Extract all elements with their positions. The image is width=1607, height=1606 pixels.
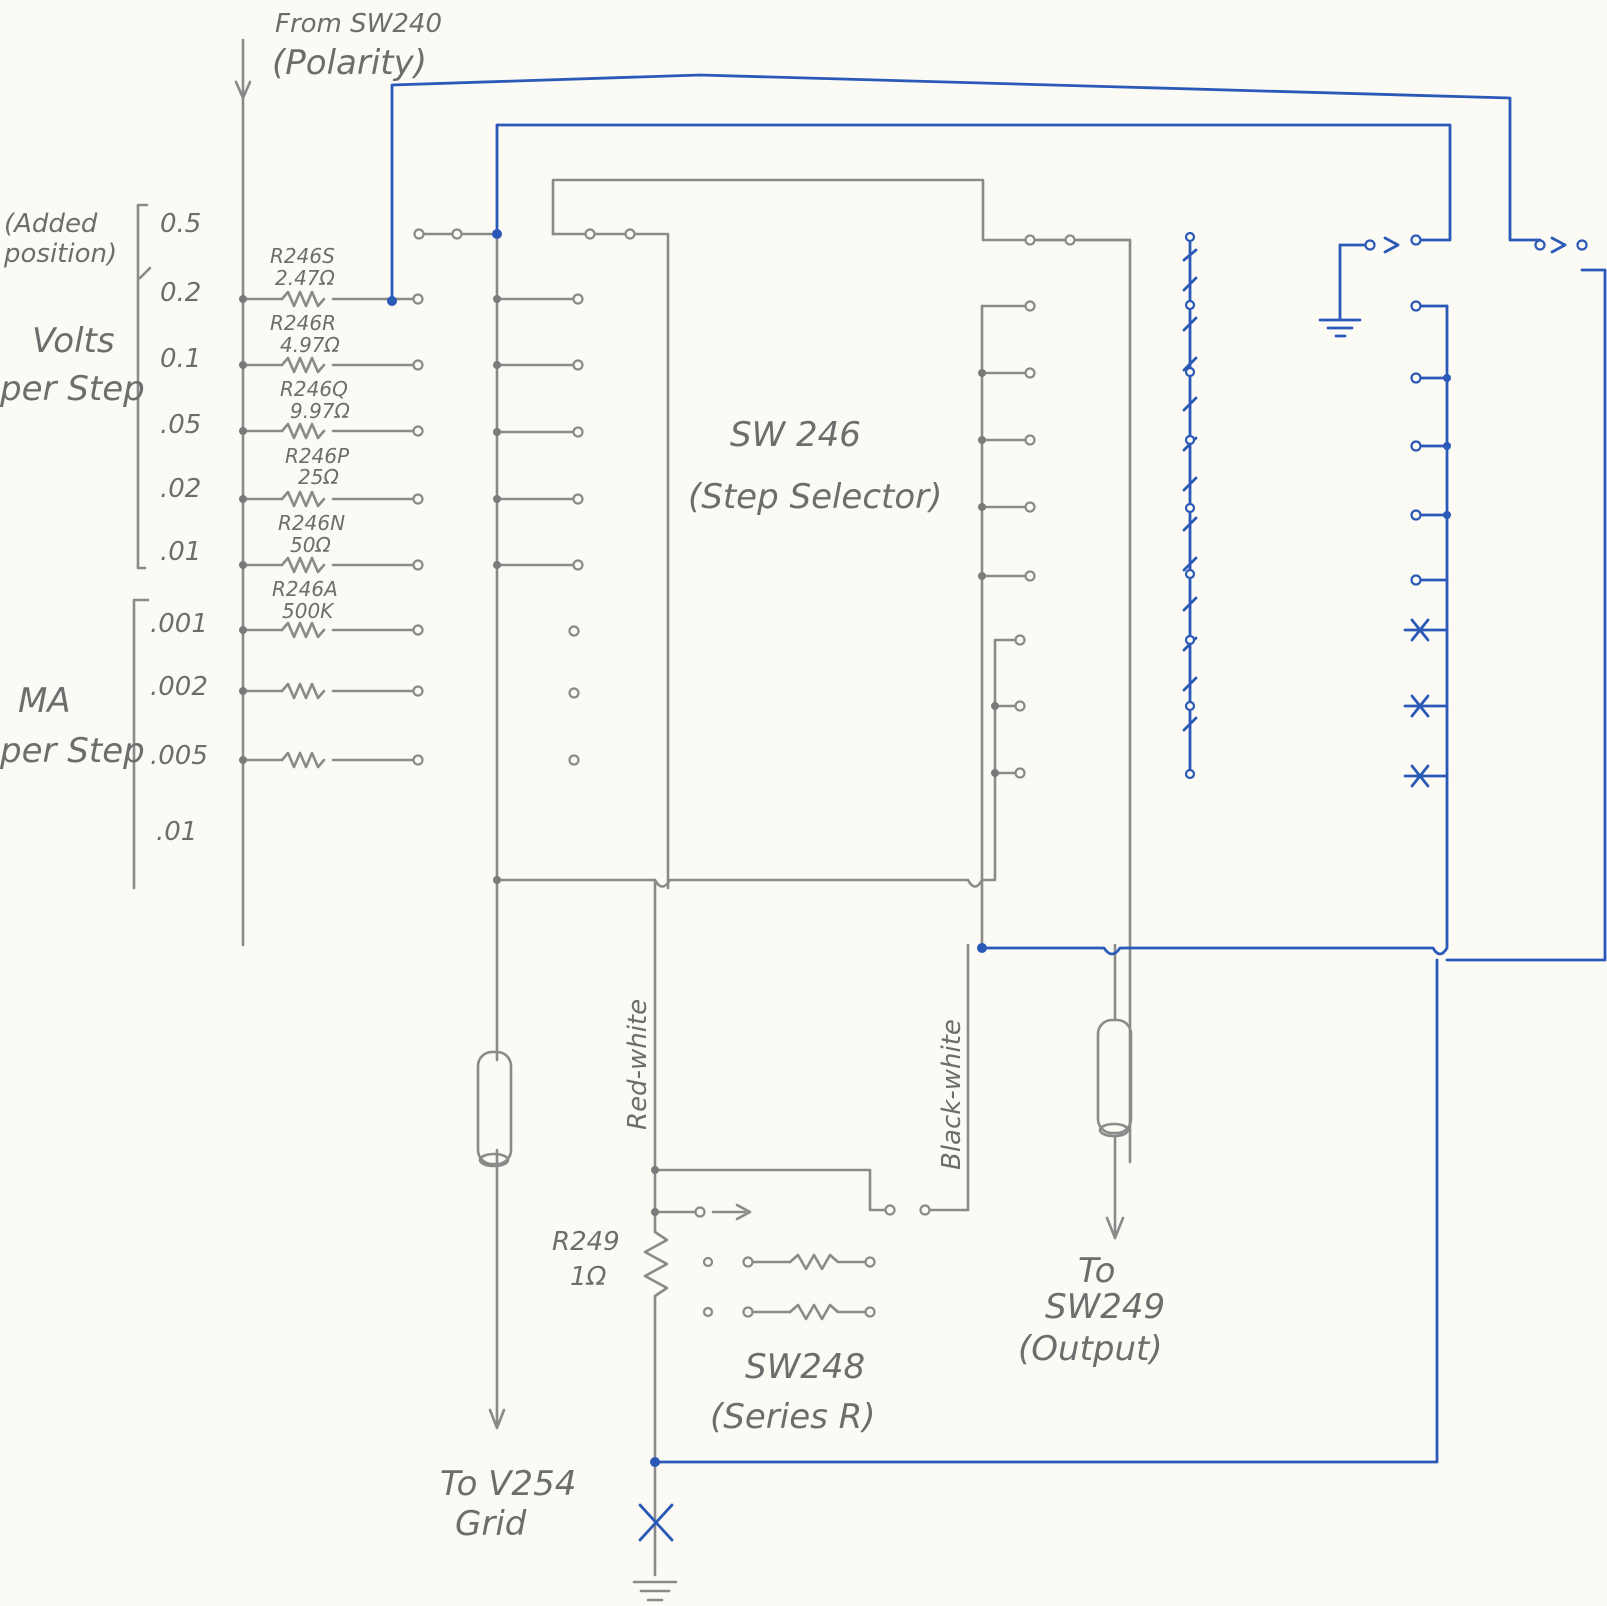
- grid-label: Grid: [455, 1504, 527, 1544]
- resistor-value: 500K: [282, 599, 335, 623]
- resistor-name: R246Q: [280, 377, 348, 401]
- sw246-label: SW 246: [730, 415, 861, 455]
- to-label: To: [1078, 1251, 1115, 1291]
- labels: From SW240 (Polarity) (Added position) V…: [0, 9, 1165, 1544]
- added-label: (Added: [4, 209, 98, 239]
- resistor-name: R246R: [270, 311, 336, 335]
- sw248-label: SW248: [745, 1347, 865, 1387]
- step-label: .001: [150, 609, 208, 639]
- position-label: position): [3, 239, 117, 269]
- step-label: .01: [160, 537, 201, 567]
- step-label: .005: [150, 741, 208, 771]
- volts-label: Volts: [32, 321, 115, 361]
- resistor-name: R246A: [272, 577, 338, 601]
- resistor-value: 50Ω: [290, 533, 331, 557]
- series-r-label: (Series R): [710, 1397, 876, 1437]
- resistor-name: R246P: [285, 444, 350, 468]
- ink-terminals: [1184, 231, 1588, 780]
- per-step-volts-label: per Step: [0, 369, 145, 409]
- from-sw240-label: From SW240: [275, 9, 442, 39]
- output-label: (Output): [1018, 1329, 1163, 1369]
- resistor-name: R246S: [270, 244, 335, 268]
- step-label: 0.5: [160, 209, 201, 239]
- pencil-junctions: [239, 295, 999, 1216]
- step-label: 0.1: [160, 344, 201, 374]
- step-selector-label: (Step Selector): [688, 477, 942, 517]
- step-label: .01: [156, 817, 197, 847]
- resistor-value: 25Ω: [298, 465, 339, 489]
- pencil-wiring: [132, 38, 1133, 1602]
- resistor-name: R246N: [278, 511, 345, 535]
- to-v254-label: To V254: [440, 1464, 576, 1504]
- pencil-terminals: [412, 228, 1076, 1318]
- resistor-value: 2.47Ω: [275, 266, 336, 290]
- black-white-label: Black-white: [937, 1019, 967, 1170]
- resistor-value: 4.97Ω: [280, 333, 341, 357]
- step-label: .002: [150, 672, 208, 702]
- per-step-ma-label: per Step: [0, 731, 145, 771]
- r249-value: 1Ω: [570, 1262, 607, 1292]
- ink-junctions: [387, 229, 1451, 1467]
- red-white-label: Red-white: [623, 999, 653, 1130]
- ink-wiring: [390, 73, 1607, 1542]
- sw249-label: SW249: [1045, 1287, 1165, 1327]
- step-label: 0.2: [160, 278, 201, 308]
- step-label: .02: [160, 474, 201, 504]
- polarity-label: (Polarity): [272, 43, 427, 83]
- ma-label: MA: [18, 681, 71, 721]
- r249-label: R249: [552, 1227, 620, 1257]
- resistor-value: 9.97Ω: [290, 399, 351, 423]
- step-label: .05: [160, 410, 201, 440]
